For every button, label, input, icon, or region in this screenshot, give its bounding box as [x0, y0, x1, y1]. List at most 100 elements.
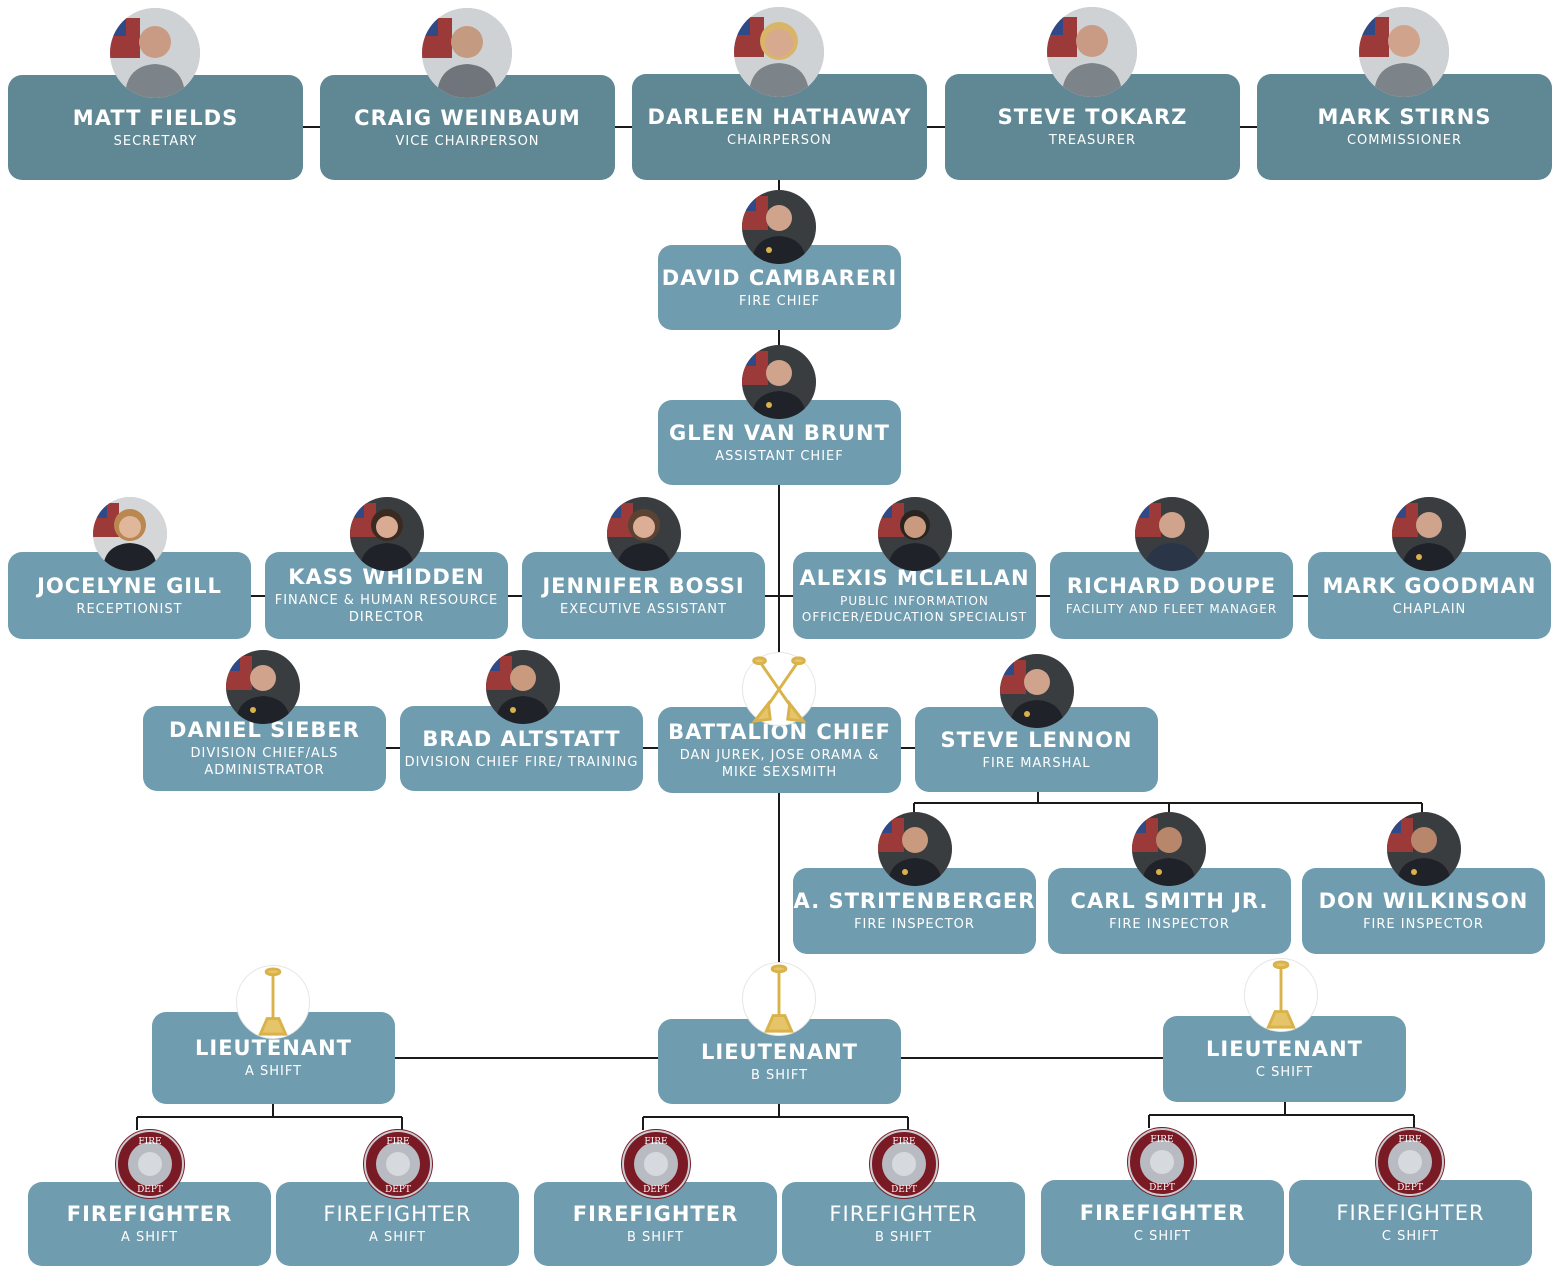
fire-dept-badge-icon: FIRE DEPT [1126, 1126, 1198, 1198]
lieutenant-box-c-shift: LIEUTENANT C SHIFT [1163, 1016, 1406, 1102]
person-name: FIREFIGHTER [572, 1202, 739, 1226]
person-name: STEVE LENNON [940, 727, 1133, 752]
board-box-chairperson: DARLEEN HATHAWAY CHAIRPERSON [632, 74, 927, 180]
person-name: LIEUTENANT [1206, 1037, 1363, 1061]
person-role: TREASURER [1048, 133, 1137, 148]
person-name: BRAD ALTSTATT [422, 726, 621, 751]
staff-box-receptionist: JOCELYNE GILL RECEPTIONIST [8, 552, 251, 639]
person-role: FIRE MARSHAL [982, 755, 1091, 771]
person-photo [1132, 812, 1206, 886]
person-name: FIREFIGHTER [829, 1202, 978, 1226]
svg-text:DEPT: DEPT [891, 1185, 917, 1195]
person-name: LIEUTENANT [701, 1039, 858, 1064]
person-photo [607, 497, 681, 571]
staff-box-chaplain: MARK GOODMAN CHAPLAIN [1308, 552, 1551, 639]
person-photo [734, 7, 824, 97]
person-name: GLEN VAN BRUNT [669, 420, 890, 445]
person-role: DIVISION CHIEF FIRE/ TRAINING [404, 754, 639, 770]
svg-text:FIRE: FIRE [1150, 1135, 1173, 1145]
single-bugle-icon [742, 962, 816, 1036]
person-role: EXECUTIVE ASSISTANT [560, 601, 727, 617]
person-role: A SHIFT [244, 1064, 303, 1079]
svg-text:FIRE: FIRE [1398, 1135, 1421, 1145]
person-name: RICHARD DOUPE [1066, 573, 1277, 598]
person-name: STEVE TOKARZ [997, 105, 1188, 129]
svg-text:FIRE: FIRE [386, 1137, 409, 1147]
fire-dept-badge-icon: FIRE DEPT [1374, 1126, 1446, 1198]
person-photo [350, 497, 424, 571]
person-role: PUBLIC INFORMATION OFFICER/EDUCATION SPE… [801, 594, 1028, 624]
firefighter-box: FIREFIGHTER C SHIFT [1041, 1180, 1284, 1266]
fire-dept-badge-icon: FIRE DEPT [362, 1128, 434, 1200]
person-role: C SHIFT [1381, 1229, 1440, 1244]
person-role: CHAIRPERSON [727, 133, 832, 148]
single-bugle-icon [236, 965, 310, 1039]
single-bugle-icon [1244, 958, 1318, 1032]
person-photo [1359, 7, 1449, 97]
person-role: A SHIFT [120, 1230, 179, 1245]
fire-dept-badge-icon: FIRE DEPT [114, 1128, 186, 1200]
person-name: A. STRITENBERGER [793, 889, 1036, 913]
person-photo [1387, 812, 1461, 886]
person-photo [422, 8, 512, 98]
person-photo [486, 650, 560, 724]
person-role: SECRETARY [113, 133, 198, 149]
fire-dept-badge-icon: FIRE DEPT [868, 1128, 940, 1200]
crossed-bugles-icon [742, 652, 816, 726]
person-role: FIRE INSPECTOR [854, 917, 975, 932]
person-name: FIREFIGHTER [1079, 1201, 1246, 1225]
person-role: ASSISTANT CHIEF [715, 448, 844, 464]
person-photo [110, 8, 200, 98]
person-name: MATT FIELDS [72, 105, 239, 130]
person-role: B SHIFT [626, 1230, 685, 1245]
person-role: A SHIFT [368, 1230, 427, 1245]
svg-text:DEPT: DEPT [385, 1185, 411, 1195]
person-role: COMMISSIONER [1346, 133, 1463, 148]
person-role: FACILITY AND FLEET MANAGER [1065, 601, 1278, 616]
person-role: FINANCE & HUMAN RESOURCE DIRECTOR [274, 593, 499, 625]
person-role: VICE CHAIRPERSON [395, 133, 540, 149]
svg-text:DEPT: DEPT [1149, 1183, 1175, 1193]
board-box-commissioner: MARK STIRNS COMMISSIONER [1257, 74, 1552, 180]
person-role: CHAPLAIN [1392, 601, 1467, 617]
person-role: C SHIFT [1133, 1229, 1192, 1244]
person-photo [742, 345, 816, 419]
person-name: DAVID CAMBARERI [661, 265, 898, 290]
lieutenant-box-a-shift: LIEUTENANT A SHIFT [152, 1012, 395, 1104]
svg-text:FIRE: FIRE [892, 1137, 915, 1147]
person-photo [93, 497, 167, 571]
person-name: JOCELYNE GILL [37, 573, 222, 598]
person-name: DON WILKINSON [1318, 889, 1529, 913]
person-role: FIRE CHIEF [738, 293, 821, 309]
person-role: DAN JUREK, JOSE ORAMA & MIKE SEXSMITH [679, 747, 880, 780]
person-role: FIRE INSPECTOR [1363, 917, 1484, 932]
person-name: DARLEEN HATHAWAY [647, 105, 912, 129]
lieutenant-box-b-shift: LIEUTENANT B SHIFT [658, 1019, 901, 1104]
person-name: FIREFIGHTER [66, 1202, 233, 1226]
person-role: FIRE INSPECTOR [1109, 917, 1230, 932]
person-name: CARL SMITH JR. [1070, 889, 1269, 913]
person-name: FIREFIGHTER [1336, 1201, 1485, 1225]
person-photo [1047, 7, 1137, 97]
person-photo [742, 190, 816, 264]
person-name: CRAIG WEINBAUM [354, 105, 581, 130]
person-photo [878, 497, 952, 571]
person-name: MARK GOODMAN [1322, 573, 1537, 598]
svg-text:DEPT: DEPT [1397, 1183, 1423, 1193]
person-name: JENNIFER BOSSI [542, 573, 745, 598]
person-photo [878, 812, 952, 886]
person-role: RECEPTIONIST [76, 601, 183, 617]
person-photo [1000, 654, 1074, 728]
person-photo [1135, 497, 1209, 571]
person-name: MARK STIRNS [1317, 105, 1492, 129]
svg-text:DEPT: DEPT [137, 1185, 163, 1195]
person-role: DIVISION CHIEF/ALS ADMINISTRATOR [190, 746, 339, 778]
person-photo [226, 650, 300, 724]
person-role: B SHIFT [750, 1067, 809, 1083]
svg-text:FIRE: FIRE [138, 1137, 161, 1147]
person-name: LIEUTENANT [195, 1036, 352, 1060]
svg-text:FIRE: FIRE [644, 1137, 667, 1147]
person-role: B SHIFT [874, 1230, 933, 1245]
person-role: C SHIFT [1255, 1065, 1314, 1080]
